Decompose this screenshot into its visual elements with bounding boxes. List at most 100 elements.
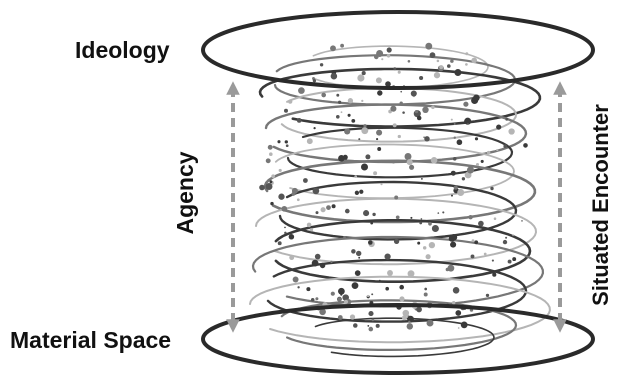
material-space-label: Material Space	[10, 327, 171, 353]
particle-dot	[310, 297, 315, 302]
particle-dot	[368, 326, 374, 332]
particle-dot	[336, 115, 340, 119]
particle-dot	[397, 70, 401, 74]
particle-dot	[507, 259, 512, 264]
particle-dot	[370, 221, 374, 225]
particle-dot	[447, 264, 455, 272]
particle-dot	[521, 220, 523, 222]
particle-dot	[351, 282, 359, 289]
spiral-strand	[286, 126, 514, 179]
particle-dot	[338, 287, 345, 295]
particle-dot	[422, 246, 427, 250]
particle-dot	[284, 140, 288, 144]
particle-dot	[451, 300, 456, 305]
particle-dot	[465, 52, 469, 56]
particle-dot	[311, 259, 319, 267]
particle-dot	[503, 144, 508, 148]
particle-dot	[454, 69, 462, 76]
material-space-ellipse	[201, 303, 595, 375]
particle-dot	[372, 212, 376, 217]
particle-dot	[315, 211, 319, 215]
particle-dot	[269, 152, 273, 156]
particle-dot	[321, 92, 327, 98]
particle-dot	[347, 113, 351, 117]
particle-dot	[456, 139, 463, 146]
particle-dot	[314, 253, 321, 260]
particle-dot	[451, 194, 453, 197]
particle-dot	[399, 284, 405, 290]
particle-dot	[371, 293, 374, 296]
particle-dot	[336, 93, 340, 97]
particle-dot	[402, 315, 407, 321]
particle-dot	[450, 170, 456, 176]
particle-dot	[475, 162, 480, 167]
particle-dot	[371, 318, 375, 322]
particle-dot	[474, 240, 479, 245]
particle-dot	[416, 115, 422, 121]
particle-dot	[367, 325, 370, 327]
particle-dot	[410, 216, 413, 219]
particle-dot	[359, 189, 364, 194]
spiral-strand	[278, 180, 518, 241]
particle-dot	[512, 234, 514, 236]
particle-dot	[392, 123, 397, 128]
particle-dot	[457, 327, 460, 329]
particle-dot	[361, 99, 364, 103]
particle-dot	[399, 101, 403, 105]
particle-dot	[407, 270, 415, 278]
particle-dot	[366, 294, 370, 298]
particle-dot	[349, 314, 356, 320]
particle-dot	[414, 109, 419, 114]
particle-dot	[291, 187, 298, 194]
particle-dot	[416, 306, 422, 313]
particle-dot	[460, 321, 468, 329]
particle-dot	[363, 210, 370, 217]
particle-dot	[337, 100, 342, 104]
particle-dot	[373, 171, 378, 176]
particle-dot	[450, 59, 454, 63]
particle-dot	[289, 255, 295, 261]
particle-dot	[354, 270, 361, 276]
particle-dot	[408, 320, 411, 323]
particle-dot	[326, 205, 331, 210]
particle-dot	[453, 136, 456, 139]
particle-dot	[330, 260, 333, 264]
particle-dot	[330, 291, 335, 296]
particle-dot	[278, 193, 285, 200]
particle-dot	[358, 256, 361, 259]
particle-dot	[376, 129, 383, 136]
particle-dot	[512, 257, 517, 262]
particle-dot	[358, 138, 361, 141]
particle-dot	[502, 239, 508, 245]
particle-dot	[437, 212, 440, 214]
particle-dot	[292, 276, 299, 283]
particle-dot	[442, 211, 445, 214]
particle-dot	[277, 140, 281, 144]
particle-dot	[381, 58, 384, 61]
particle-dot	[486, 150, 491, 155]
spiral-strand	[314, 317, 495, 358]
particle-dot	[360, 163, 369, 171]
particle-dot	[365, 154, 371, 160]
particle-dot	[436, 59, 440, 63]
particle-dot	[343, 299, 349, 304]
particle-dot	[423, 136, 425, 139]
particle-dot	[303, 178, 308, 183]
particle-dot	[439, 65, 444, 70]
particle-dot	[319, 308, 326, 316]
particle-dot	[420, 177, 423, 180]
particle-dot	[450, 233, 458, 241]
particle-dot	[425, 42, 433, 50]
particle-dot	[357, 74, 365, 82]
particle-dot	[306, 138, 313, 145]
particle-dot	[296, 198, 300, 202]
particle-dot	[493, 217, 497, 220]
particle-dot	[269, 180, 273, 184]
particle-dot	[351, 249, 356, 254]
particle-dot	[490, 186, 494, 191]
particle-dot	[470, 254, 475, 259]
particle-dot	[342, 154, 348, 160]
spiral-strand	[266, 258, 528, 323]
particle-dot	[423, 292, 428, 297]
